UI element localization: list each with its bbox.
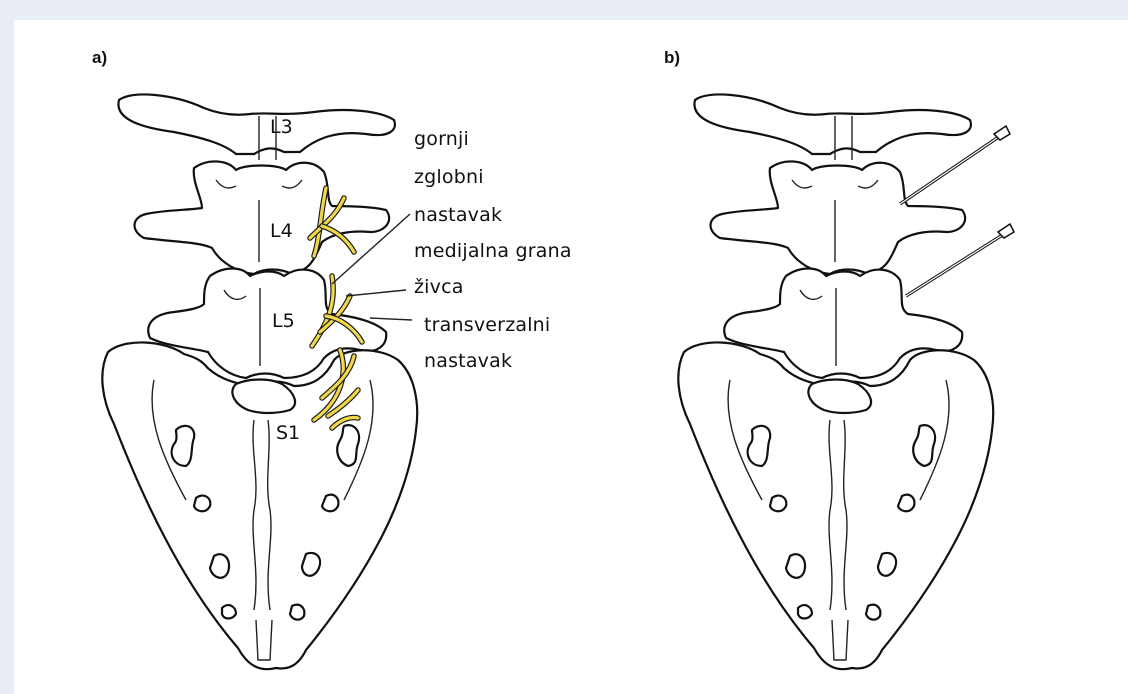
panel-b-spine-illustration	[14, 20, 1128, 694]
figure-frame: a) b)	[14, 20, 1128, 694]
needle-upper	[900, 126, 1010, 204]
needle-lower	[906, 224, 1014, 296]
